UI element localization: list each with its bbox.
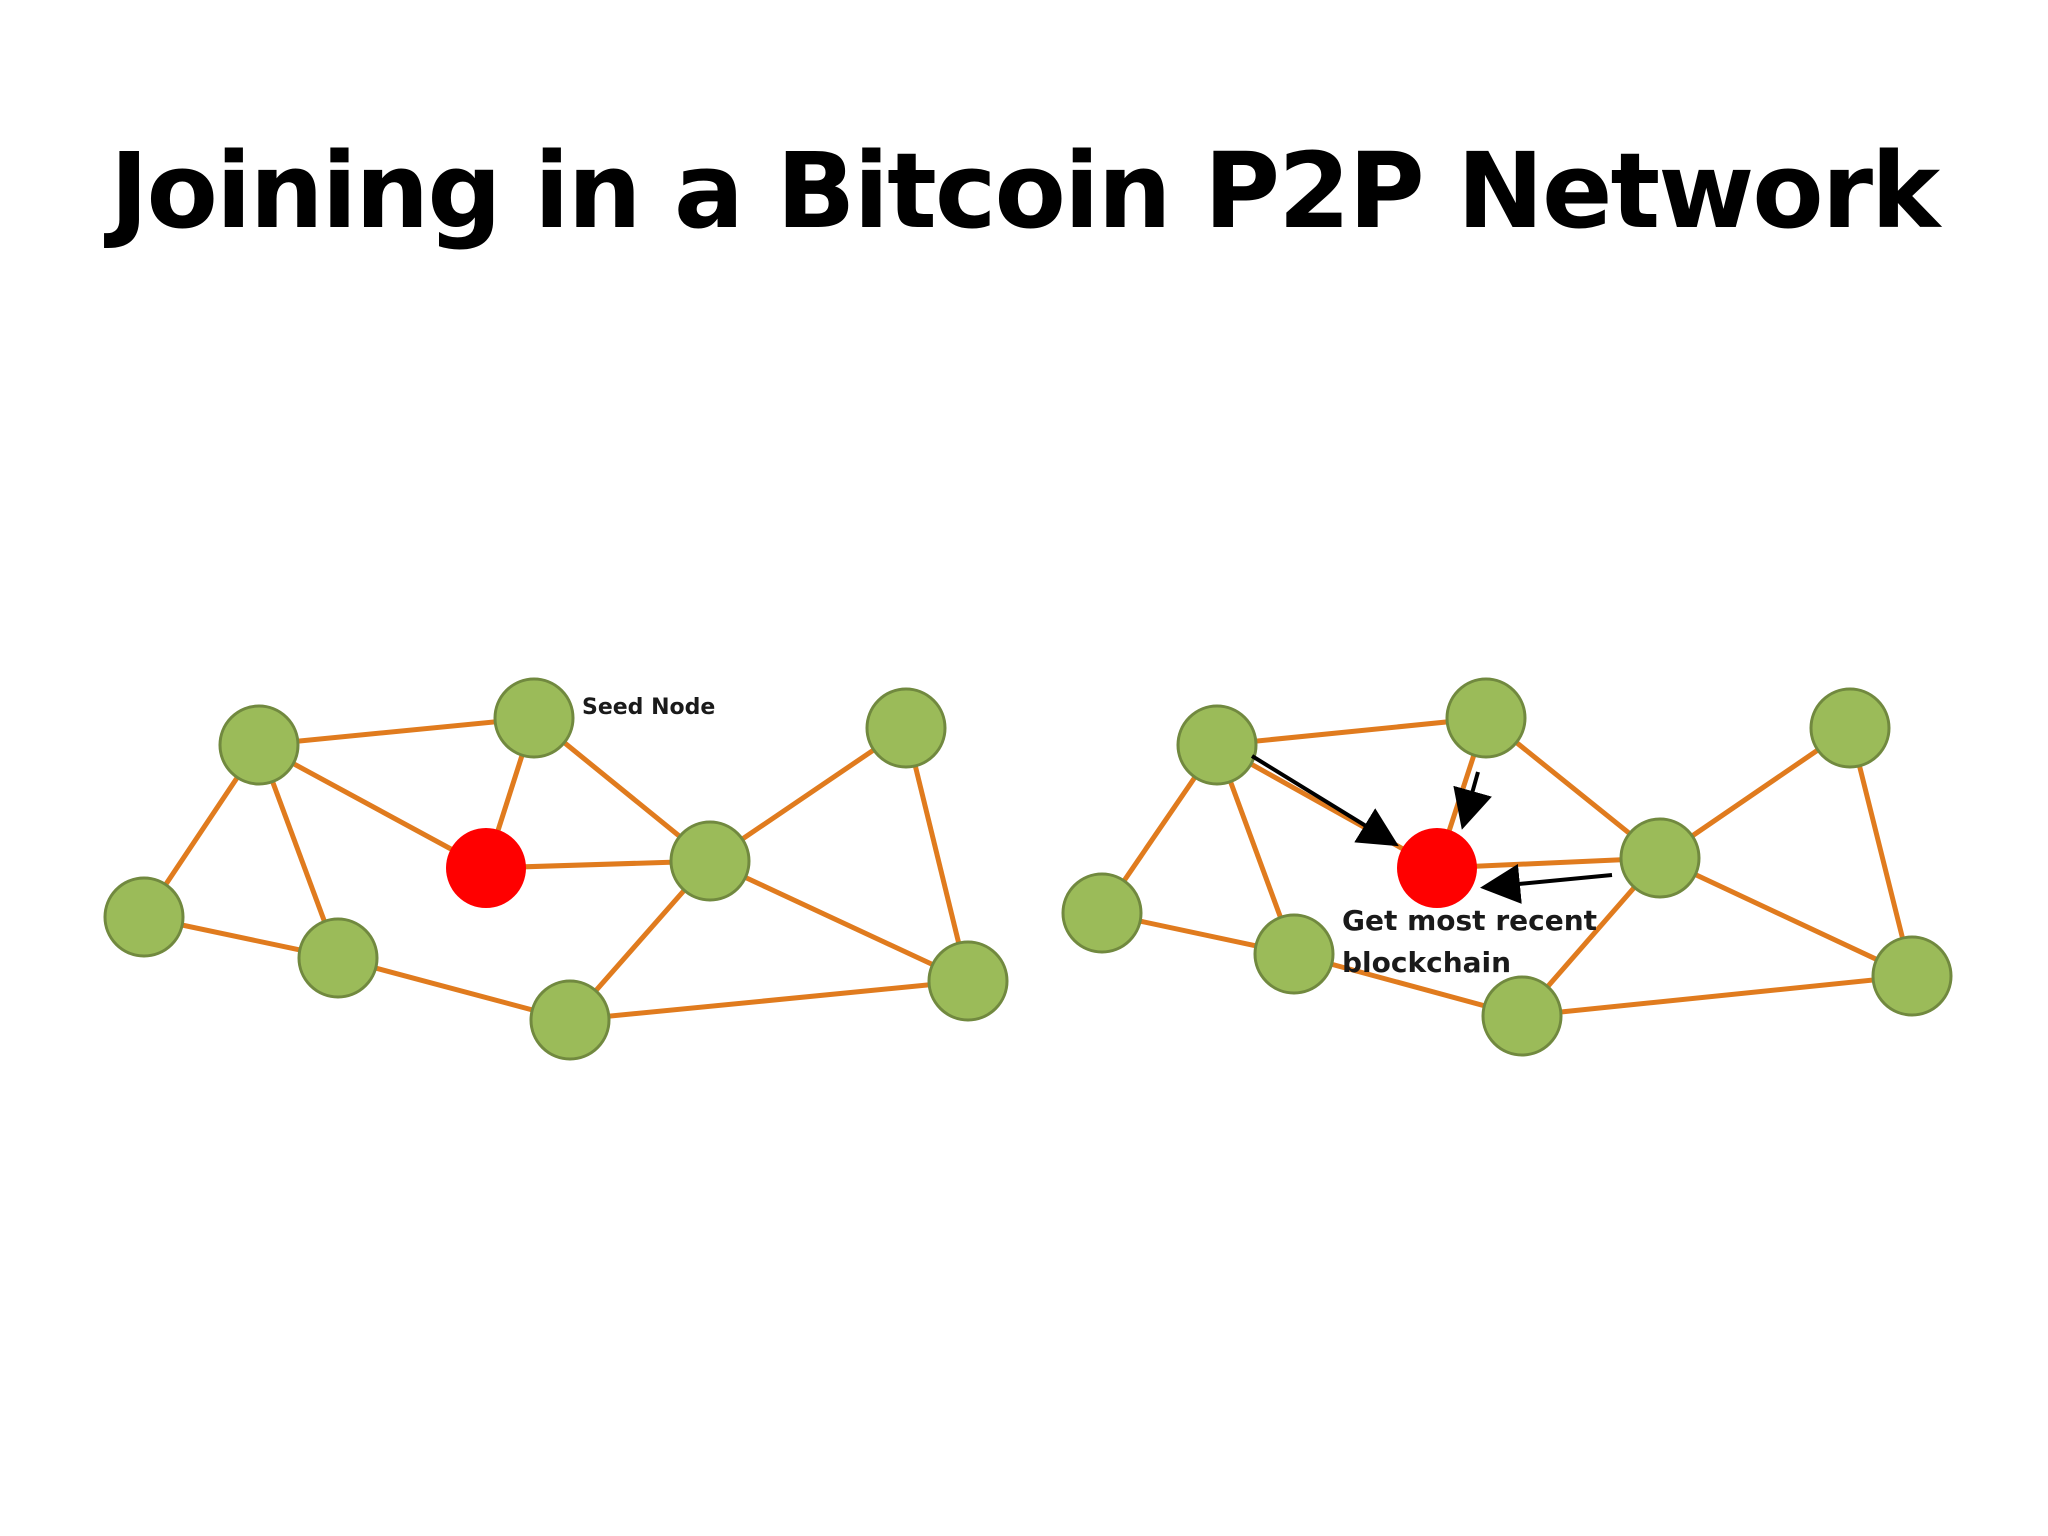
peer-node: [529, 979, 611, 1061]
peer-node: [103, 876, 185, 958]
left-network: Seed Node: [103, 677, 1009, 1061]
seed-node-label: Seed Node: [582, 695, 715, 720]
peer-node: [1253, 913, 1335, 995]
peer-node: [927, 940, 1009, 1022]
edge: [1847, 727, 1915, 977]
edge: [569, 978, 969, 1023]
edge: [708, 858, 970, 984]
arrow: [1480, 864, 1613, 904]
arrow: [1250, 754, 1399, 847]
caption-line-2: blockchain: [1342, 946, 1511, 979]
edge: [257, 742, 488, 871]
caption-line-1: Get most recent: [1342, 904, 1597, 937]
arrow: [1453, 771, 1492, 830]
new-node: [1397, 828, 1477, 908]
edge: [1215, 742, 1439, 871]
peer-node: [1176, 704, 1258, 786]
sync-arrows: [1250, 754, 1613, 904]
peer-node: [218, 704, 300, 786]
peer-node: [1061, 872, 1143, 954]
right-network: Get most recent blockchain: [1061, 677, 1953, 1057]
peer-node: [1481, 975, 1563, 1057]
slide-title: Joining in a Bitcoin P2P Network: [109, 130, 1940, 252]
peer-node: [669, 820, 751, 902]
peer-node: [865, 687, 947, 769]
left-nodes: [103, 677, 1009, 1061]
new-node: [446, 828, 526, 908]
right-nodes: [1061, 677, 1953, 1057]
peer-node: [1445, 677, 1527, 759]
edge: [258, 715, 535, 748]
edge: [1658, 855, 1914, 979]
peer-node: [1619, 817, 1701, 899]
edge: [1521, 973, 1913, 1019]
peer-node: [297, 917, 379, 999]
edge: [1216, 715, 1487, 748]
seed-node: [493, 677, 575, 759]
peer-node: [1809, 687, 1891, 769]
edge: [903, 727, 971, 982]
peer-node: [1871, 935, 1953, 1017]
